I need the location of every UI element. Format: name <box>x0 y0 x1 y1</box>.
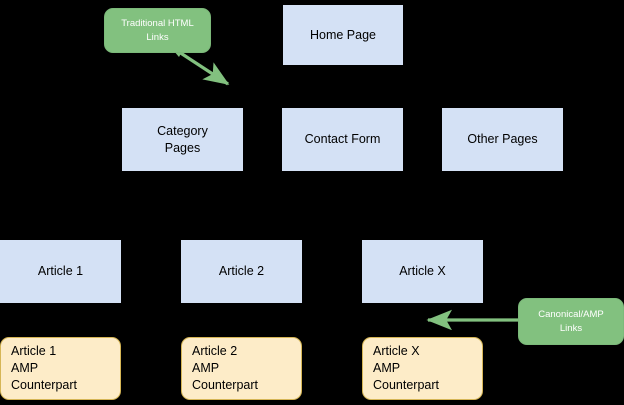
node-article-x-amp[interactable]: Article X AMP Counterpart <box>362 337 483 400</box>
node-label: Category Pages <box>157 123 208 155</box>
node-category-pages[interactable]: Category Pages <box>122 108 243 171</box>
callout-canonical-amp-links[interactable]: Canonical/AMP Links <box>518 298 624 345</box>
node-other-pages[interactable]: Other Pages <box>442 108 563 171</box>
node-home-page[interactable]: Home Page <box>283 5 403 65</box>
callout-traditional-html-links[interactable]: Traditional HTML Links <box>104 8 211 53</box>
node-article-x[interactable]: Article X <box>362 240 483 303</box>
node-label: Article 2 AMP Counterpart <box>192 343 259 393</box>
node-article-1[interactable]: Article 1 <box>0 240 121 303</box>
arrow-traditional-html-links <box>175 48 230 86</box>
node-label: Article X <box>399 264 446 279</box>
node-label: Article 1 AMP Counterpart <box>11 343 78 393</box>
callout-label: Canonical/AMP Links <box>538 309 604 334</box>
node-label: Other Pages <box>467 132 538 147</box>
node-article-2-amp[interactable]: Article 2 AMP Counterpart <box>181 337 302 400</box>
callout-label: Traditional HTML Links <box>121 18 194 43</box>
node-article-1-amp[interactable]: Article 1 AMP Counterpart <box>0 337 121 400</box>
node-label: Article 1 <box>37 264 84 279</box>
node-article-2[interactable]: Article 2 <box>181 240 302 303</box>
node-label: Contact Form <box>304 132 381 147</box>
node-label: Article X AMP Counterpart <box>373 343 440 393</box>
node-label: Home Page <box>309 27 376 42</box>
node-contact-form[interactable]: Contact Form <box>282 108 403 171</box>
node-label: Article 2 <box>218 264 265 279</box>
